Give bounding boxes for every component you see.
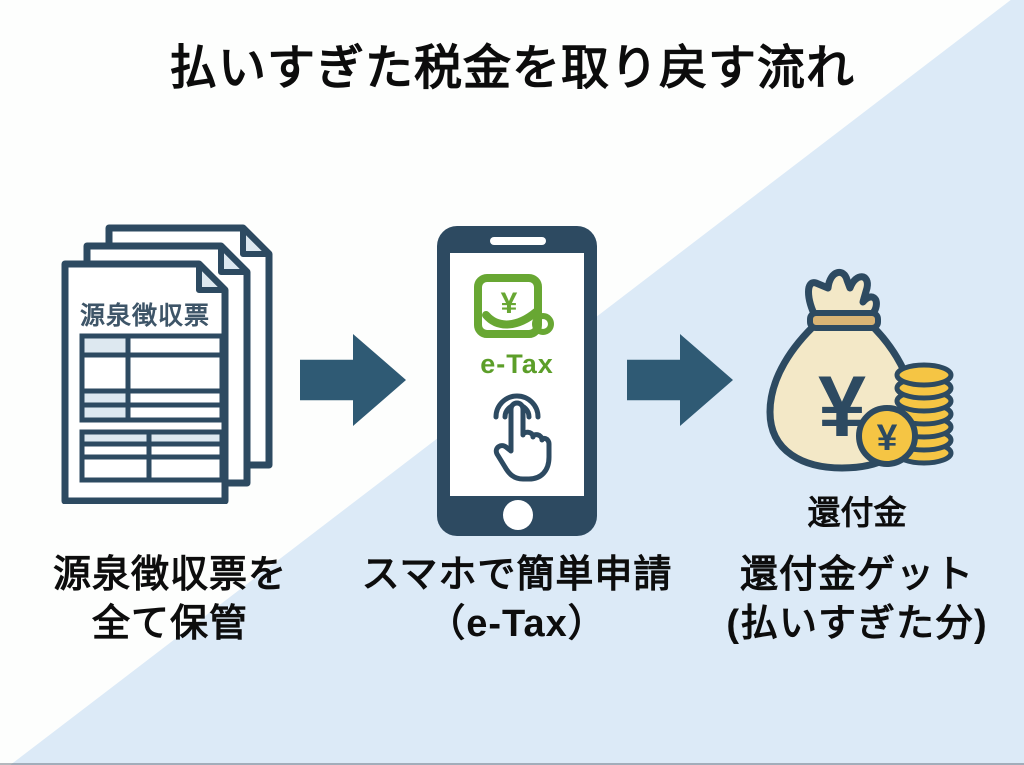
- step1-label-line2: 全て保管: [91, 602, 248, 645]
- etax-terminal-icon: ¥: [474, 274, 554, 338]
- step1-label-line1: 源泉徴収票を: [52, 554, 287, 596]
- step3-label-line2: (払いすぎた分): [726, 602, 988, 645]
- withholding-slip-stack-icon: 源泉徴収票: [61, 224, 273, 504]
- etax-logo-yen: ¥: [501, 287, 518, 320]
- step2-label-line1: スマホで簡単申請: [361, 554, 673, 596]
- yen-coin-icon: [856, 405, 918, 467]
- step3-label: 還付金ゲット (払いすぎた分): [702, 551, 1012, 648]
- doc-page-front: [61, 260, 229, 504]
- doc-dogear-back: [240, 225, 272, 257]
- refund-caption: 還付金: [807, 494, 907, 531]
- doc-dogear-middle: [218, 243, 250, 275]
- doc-table-upper: [79, 333, 225, 423]
- etax-label: e-Tax: [480, 349, 554, 379]
- right-arrow-icon: [300, 334, 406, 426]
- tap-gesture-icon: [493, 393, 552, 482]
- step2-label-line2: （e-Tax）: [427, 602, 607, 645]
- bag-tie: [807, 310, 881, 331]
- step3-label-line1: 還付金ゲット: [739, 554, 974, 596]
- coin-yen-symbol: ¥: [877, 417, 898, 458]
- smartphone-icon: ¥ e-Tax: [437, 226, 597, 536]
- bag-knot: [805, 269, 880, 322]
- phone-home-button: [503, 500, 533, 530]
- phone-screen: ¥ e-Tax: [450, 253, 584, 496]
- phone-speaker: [490, 237, 546, 245]
- doc-dogear-front: [196, 261, 228, 293]
- money-bag-coins-icon: ¥ ¥: [766, 269, 954, 472]
- doc-title-text: 源泉徴収票: [80, 301, 210, 330]
- bottom-edge-line: [0, 763, 1024, 765]
- step1-label: 源泉徴収票を 全て保管: [15, 551, 325, 648]
- step2-label: スマホで簡単申請 （e-Tax）: [357, 551, 677, 648]
- doc-table-lower: [79, 429, 225, 483]
- page-title: 払いすぎた税金を取り戻す流れ: [168, 42, 855, 95]
